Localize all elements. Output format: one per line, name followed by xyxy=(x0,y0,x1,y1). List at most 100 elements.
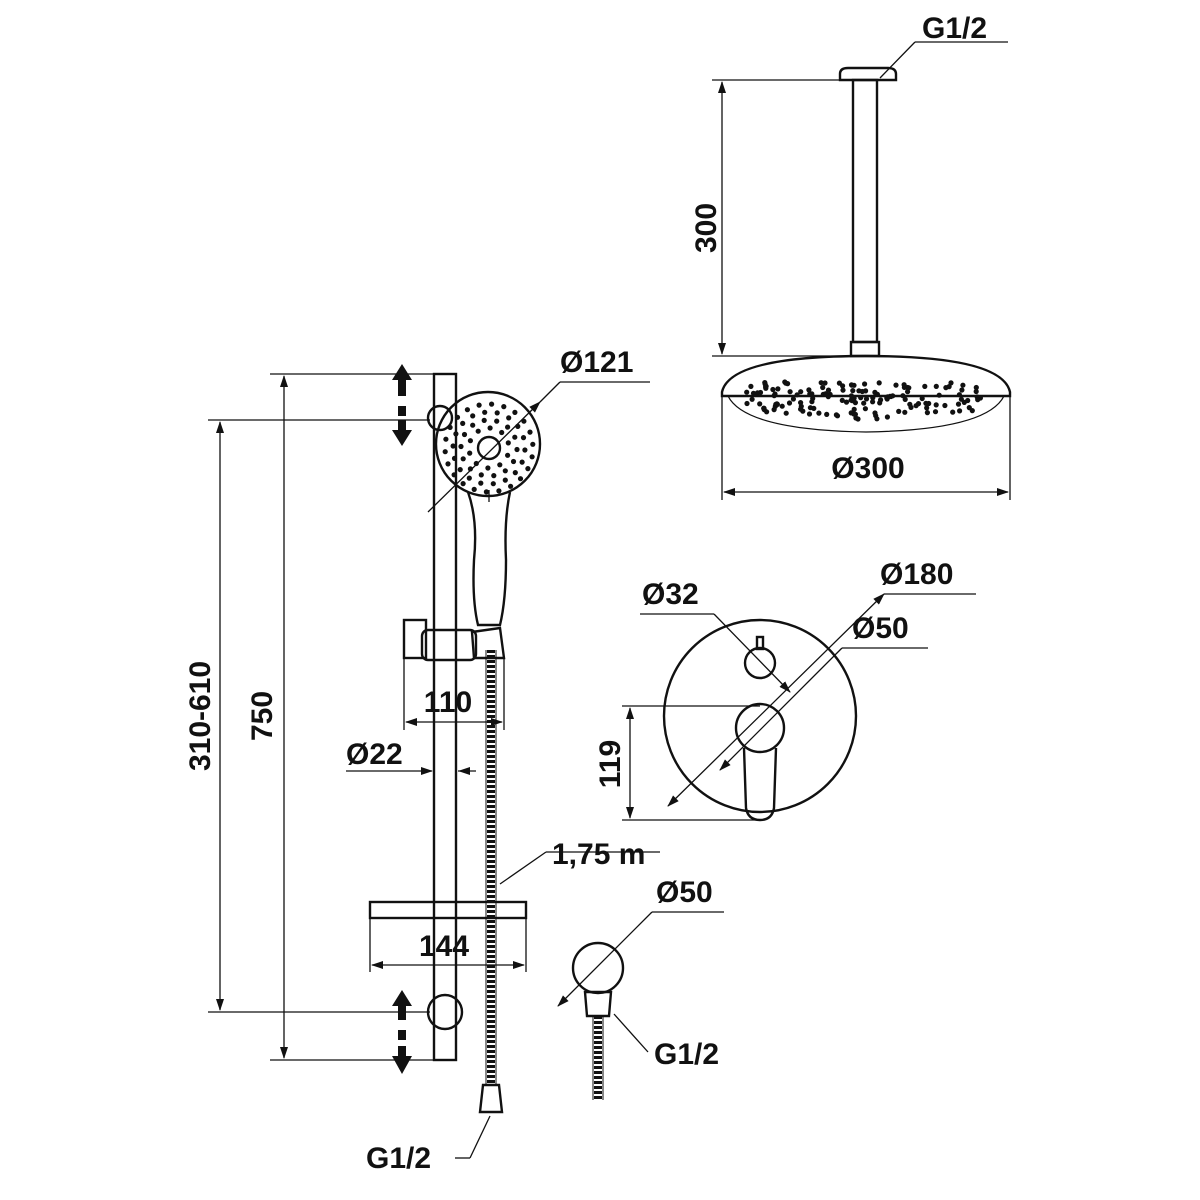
hand-nozzle-dot xyxy=(461,431,468,438)
nozzle-dot xyxy=(959,387,965,393)
nozzle-dot xyxy=(890,393,896,399)
label-arm-length: 300 xyxy=(690,203,723,253)
nozzle-dot xyxy=(874,416,880,422)
hand-nozzle-dot xyxy=(527,429,533,435)
nozzle-dot xyxy=(818,380,824,386)
dim-line-mixer-plate-diameter xyxy=(667,593,885,807)
nozzle-dot xyxy=(915,401,922,407)
label-hand-shower-diameter: Ø121 xyxy=(560,346,633,379)
nozzle-dot xyxy=(820,384,826,391)
hand-nozzle-dot xyxy=(450,443,456,449)
nozzle-dot xyxy=(771,407,777,413)
nozzle-dot xyxy=(809,391,815,397)
hand-nozzle-dot xyxy=(451,472,457,478)
outlet-connector xyxy=(583,990,613,1018)
nozzle-dot xyxy=(901,384,908,390)
nozzle-dot xyxy=(905,389,911,395)
nozzle-dot xyxy=(870,399,876,405)
nozzle-dot xyxy=(774,401,780,407)
nozzle-dot xyxy=(900,393,906,399)
nozzle-dot xyxy=(924,405,930,411)
diverter-knob xyxy=(743,646,777,680)
label-adjust-range: 310-610 xyxy=(184,661,217,771)
nozzle-dot xyxy=(973,388,979,395)
hand-nozzle-dot xyxy=(525,466,531,472)
label-hose-length: 1,75 m xyxy=(552,838,645,871)
hand-nozzle-dot xyxy=(442,449,448,455)
nozzle-dot xyxy=(851,406,857,412)
nozzle-dot xyxy=(966,405,972,411)
nozzle-dot xyxy=(798,400,804,406)
nozzle-dot xyxy=(932,409,939,415)
hand-nozzle-dot xyxy=(445,461,451,467)
nozzle-dot xyxy=(855,416,861,422)
hand-nozzle-dot xyxy=(467,466,473,472)
nozzle-dot xyxy=(770,386,776,393)
hand-nozzle-dot xyxy=(443,436,449,442)
nozzle-dot xyxy=(798,389,804,395)
nozzle-dot xyxy=(848,393,855,399)
hand-nozzle-dot xyxy=(505,424,511,430)
shower-head xyxy=(720,354,1012,398)
hand-nozzle-dot xyxy=(489,401,495,407)
hand-nozzle-dot xyxy=(491,473,497,479)
slider-body xyxy=(420,628,478,662)
nozzle-dot xyxy=(906,385,912,391)
shower-head-face xyxy=(727,395,1005,433)
nozzle-dot xyxy=(822,380,828,386)
label-outlet-diameter: Ø50 xyxy=(656,876,713,909)
nozzle-dot xyxy=(876,380,882,386)
hand-nozzle-dot xyxy=(505,440,511,446)
dim-line-mixer-lever-diameter xyxy=(719,647,843,771)
ceiling-flange xyxy=(838,66,898,82)
nozzle-dot xyxy=(960,382,966,388)
nozzle-dot xyxy=(833,412,840,418)
nozzle-dot xyxy=(862,406,869,412)
mixer-lever-hub xyxy=(734,702,786,754)
nozzle-dot xyxy=(956,392,963,398)
hand-nozzle-dot xyxy=(510,458,517,465)
top-wall-bracket xyxy=(426,404,454,432)
nozzle-dot xyxy=(794,392,800,398)
hand-nozzle-dot xyxy=(517,476,524,482)
nozzle-dot xyxy=(763,383,769,389)
adjust-arrow-top xyxy=(392,364,412,446)
wall-outlet: Ø50 G1/2 xyxy=(557,876,724,1100)
nozzle-dot xyxy=(754,390,761,396)
label-mixer-height: 119 xyxy=(594,740,627,788)
nozzle-dot xyxy=(942,402,948,409)
nozzle-dot xyxy=(787,389,793,395)
hand-nozzle-dot xyxy=(481,417,487,423)
hand-nozzle-dot xyxy=(520,435,527,441)
nozzle-dot xyxy=(764,409,770,415)
hand-nozzle-dot xyxy=(464,407,470,413)
hand-nozzle-dot xyxy=(487,425,493,431)
nozzle-dot xyxy=(863,396,870,402)
nozzle-dot xyxy=(836,380,843,386)
nozzle-dot xyxy=(783,410,789,416)
nozzle-dot xyxy=(744,389,750,395)
nozzle-dot xyxy=(790,396,797,402)
nozzle-dot xyxy=(870,395,876,401)
hand-shower-handle xyxy=(466,491,512,627)
hand-nozzle-dot xyxy=(467,450,473,456)
nozzle-dot xyxy=(893,382,899,388)
hand-nozzle-dot xyxy=(483,489,489,495)
dim-line-mixer-knob-diameter xyxy=(713,613,791,693)
nozzle-dot xyxy=(933,402,939,408)
nozzle-dot xyxy=(750,390,757,396)
hand-nozzle-dot xyxy=(505,452,511,458)
label-head-diameter: Ø300 xyxy=(831,452,904,485)
hand-nozzle-dot xyxy=(506,415,512,421)
nozzle-dot xyxy=(807,405,814,411)
nozzle-dot xyxy=(955,401,962,407)
nozzle-dot xyxy=(943,385,949,391)
label-top-inlet-thread: G1/2 xyxy=(922,12,987,45)
nozzle-dot xyxy=(775,386,781,392)
nozzle-dot xyxy=(761,405,767,411)
hand-nozzle-dot xyxy=(502,468,508,474)
hand-nozzle-dot xyxy=(485,465,491,471)
hand-nozzle-dot xyxy=(482,409,488,415)
nozzle-dot xyxy=(843,399,850,405)
nozzle-dot xyxy=(748,383,754,389)
